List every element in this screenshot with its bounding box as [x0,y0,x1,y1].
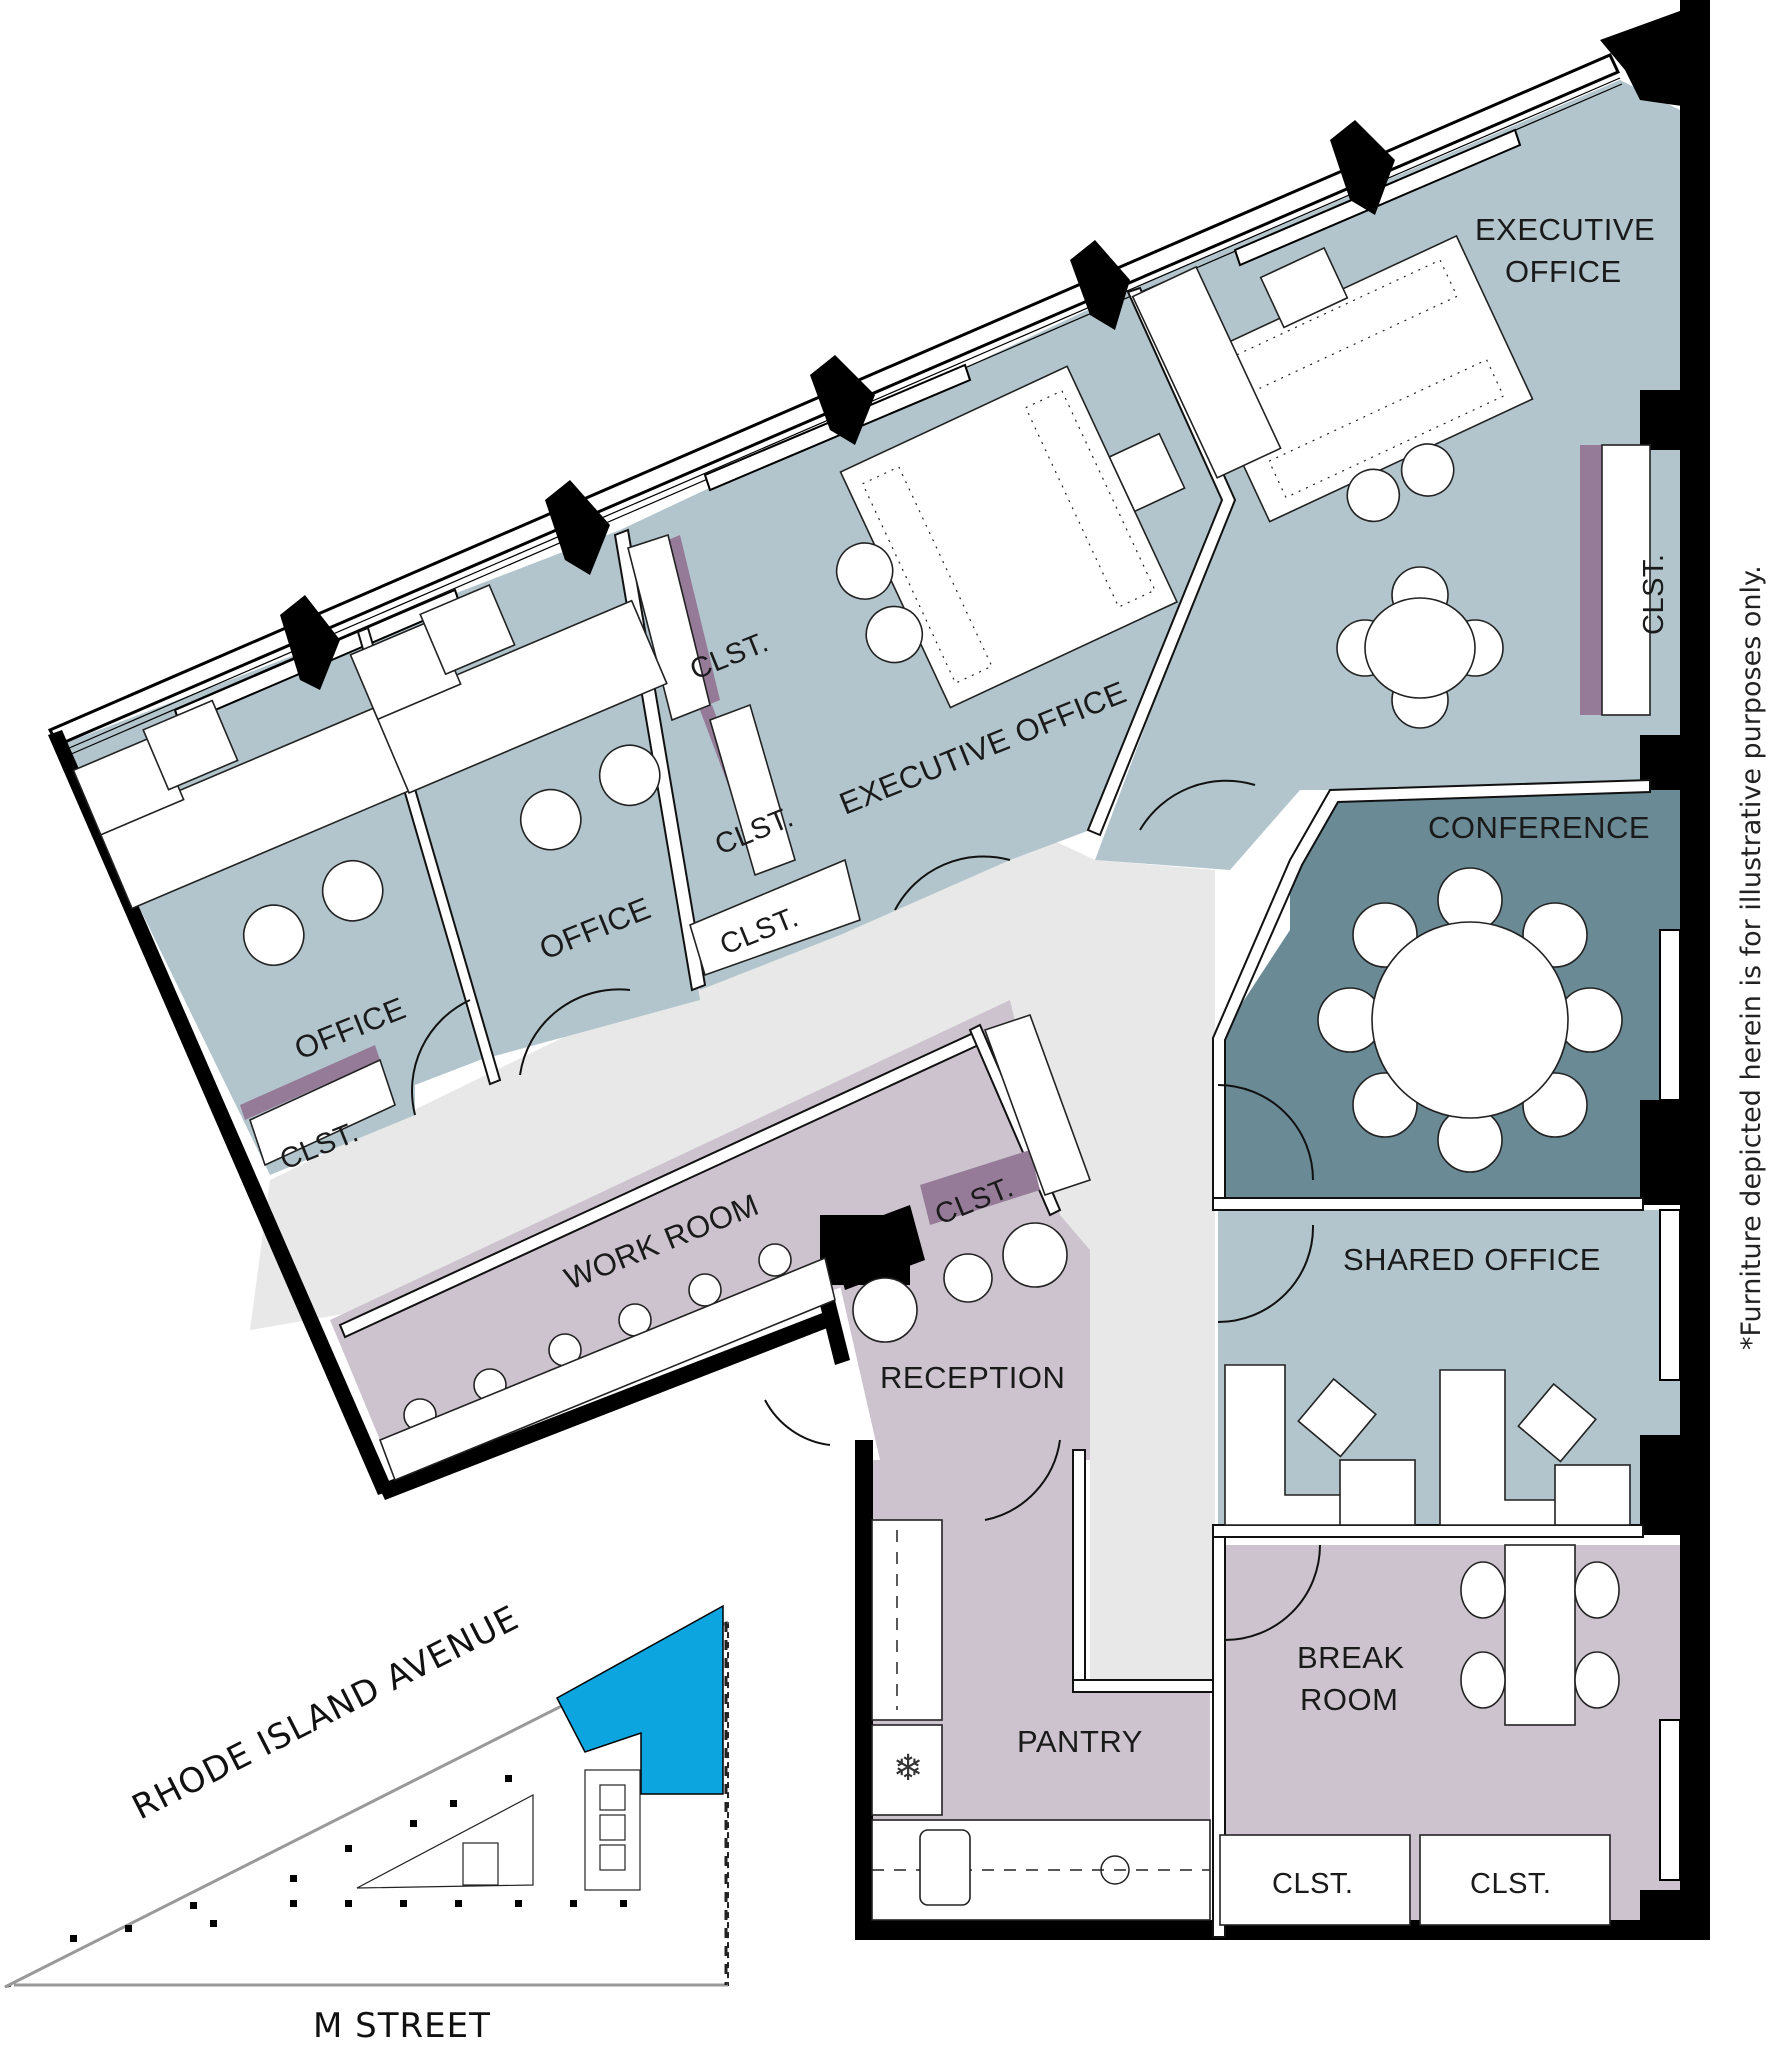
office-2-desk [349,584,668,851]
closet-accent [920,1150,1040,1225]
shared-office-desks [1224,1364,1631,1526]
office-1-desk [72,699,419,966]
column [1330,120,1395,215]
room-label-break-room-line1: BREAK [1297,1640,1405,1675]
column [280,595,340,690]
closet-accent [240,1045,380,1120]
room-label-conference: CONFERENCE [1428,810,1650,845]
executive-desk-1 [835,365,1186,709]
column [1070,240,1130,330]
door-swing [984,1439,1061,1521]
closet-label: CLST. [1470,1868,1551,1900]
room-label-reception: RECEPTION [880,1360,1065,1395]
work-room-floor [330,1000,1060,1440]
pantry-counters: ❄ [871,1519,1211,1921]
room-label-executive-office-2-line1: EXECUTIVE [1475,212,1655,247]
furniture-disclaimer: *Furniture depicted herein is for illust… [1736,565,1767,1350]
room-label-executive-office-2-line2: OFFICE [1505,254,1622,289]
freezer-icon: ❄ [893,1747,923,1788]
door-swing [411,999,471,1116]
key-plan [4,1604,729,1989]
door-swing [1217,1224,1315,1323]
door-swing [1217,1084,1314,1181]
door-swing [1139,779,1256,831]
door-swing [519,988,631,1076]
break-room-table [1460,1544,1620,1726]
column [545,480,610,575]
key-plan-street-m-street: M STREET [313,2006,491,2046]
round-table-set [1336,566,1504,729]
closet-label: CLST. [1638,554,1670,635]
conference-table-set [1317,867,1623,1173]
column [810,355,875,445]
key-plan-suite-highlight [555,1604,724,1795]
room-label-break-room-line2: ROOM [1300,1682,1398,1717]
reception-seating [852,1222,1068,1343]
door-swing [1224,1544,1321,1641]
closet-label: CLST. [1272,1868,1353,1900]
door-swing [894,855,1011,911]
exterior-wall-west [48,730,393,1495]
room-label-shared-office: SHARED OFFICE [1343,1242,1601,1277]
room-label-pantry: PANTRY [1017,1724,1143,1759]
closet-accent [1580,445,1602,715]
door-swing [764,1399,831,1446]
exterior-wall-east [1680,0,1710,1940]
closet-accent [668,535,720,705]
